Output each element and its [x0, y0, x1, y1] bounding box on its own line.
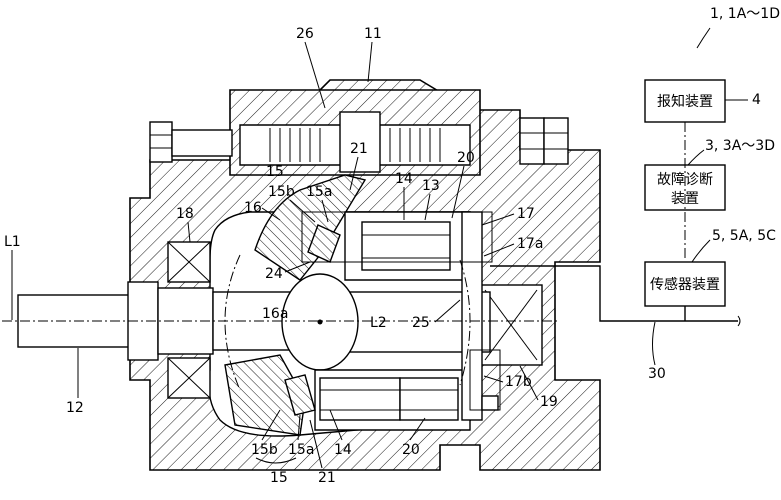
ref-15a-bottom: 15a [288, 442, 314, 458]
ref-17a: 17a [517, 236, 543, 252]
ref-25: 25 [412, 315, 430, 331]
diagnosis-label-2: 装置 [671, 191, 699, 207]
ref-L2: L2 [370, 315, 387, 331]
detail-box-top [301, 211, 493, 263]
ref-15-bottom: 15 [270, 470, 288, 486]
valve-plate [461, 211, 483, 421]
diagnosis-box [644, 164, 726, 211]
signal-line [490, 265, 738, 322]
ref-18: 18 [176, 206, 194, 222]
ref-15a-top: 15a [306, 184, 332, 200]
notification-label: 报知装置 [657, 93, 713, 110]
sensor-box [644, 261, 726, 307]
ref-30: 30 [648, 366, 666, 382]
ref-5: 5, 5A, 5C [712, 228, 776, 244]
ref-16a: 16a [262, 306, 288, 322]
sensor-label: 传感器装置 [650, 276, 720, 293]
swash-plate-top [254, 174, 367, 281]
diagnosis-label-1: 故障诊断 [657, 172, 713, 188]
ref-15b-bottom: 15b [251, 442, 278, 458]
ref-20-top: 20 [457, 150, 475, 166]
bearing-18 [167, 241, 211, 399]
shoe-bottom [284, 374, 316, 416]
ref-13: 13 [422, 178, 440, 194]
pin-17b [481, 395, 499, 411]
ref-14-top: 14 [395, 171, 413, 187]
ref-4: 4 [752, 92, 761, 108]
ref-21-top: 21 [350, 141, 368, 157]
swash-plate-bottom [224, 354, 306, 436]
system-label: 1, 1A～1D [710, 6, 780, 22]
adjuster-spring [269, 128, 441, 162]
ref-15-top: 15 [266, 164, 284, 180]
ref-16: 16 [244, 200, 262, 216]
ref-17b: 17b [505, 374, 532, 390]
ref-21-bottom: 21 [318, 470, 336, 486]
ref-17: 17 [517, 206, 535, 222]
cylinder-block [314, 211, 471, 431]
ref-11: 11 [364, 26, 382, 42]
ref-20-bottom: 20 [402, 442, 420, 458]
ref-12: 12 [66, 400, 84, 416]
ref-L1: L1 [4, 234, 21, 250]
centre-point [317, 319, 323, 325]
ref-14-bottom: 14 [334, 442, 352, 458]
ref-3: 3, 3A～3D [705, 138, 775, 154]
ref-15b-top: 15b [268, 184, 295, 200]
system-leader [696, 27, 711, 49]
ref-19: 19 [540, 394, 558, 410]
ref-24: 24 [265, 266, 283, 282]
signal-break [737, 315, 741, 327]
ref-26: 26 [296, 26, 314, 42]
notification-box [644, 79, 726, 123]
bracket-15-bottom [255, 457, 297, 464]
